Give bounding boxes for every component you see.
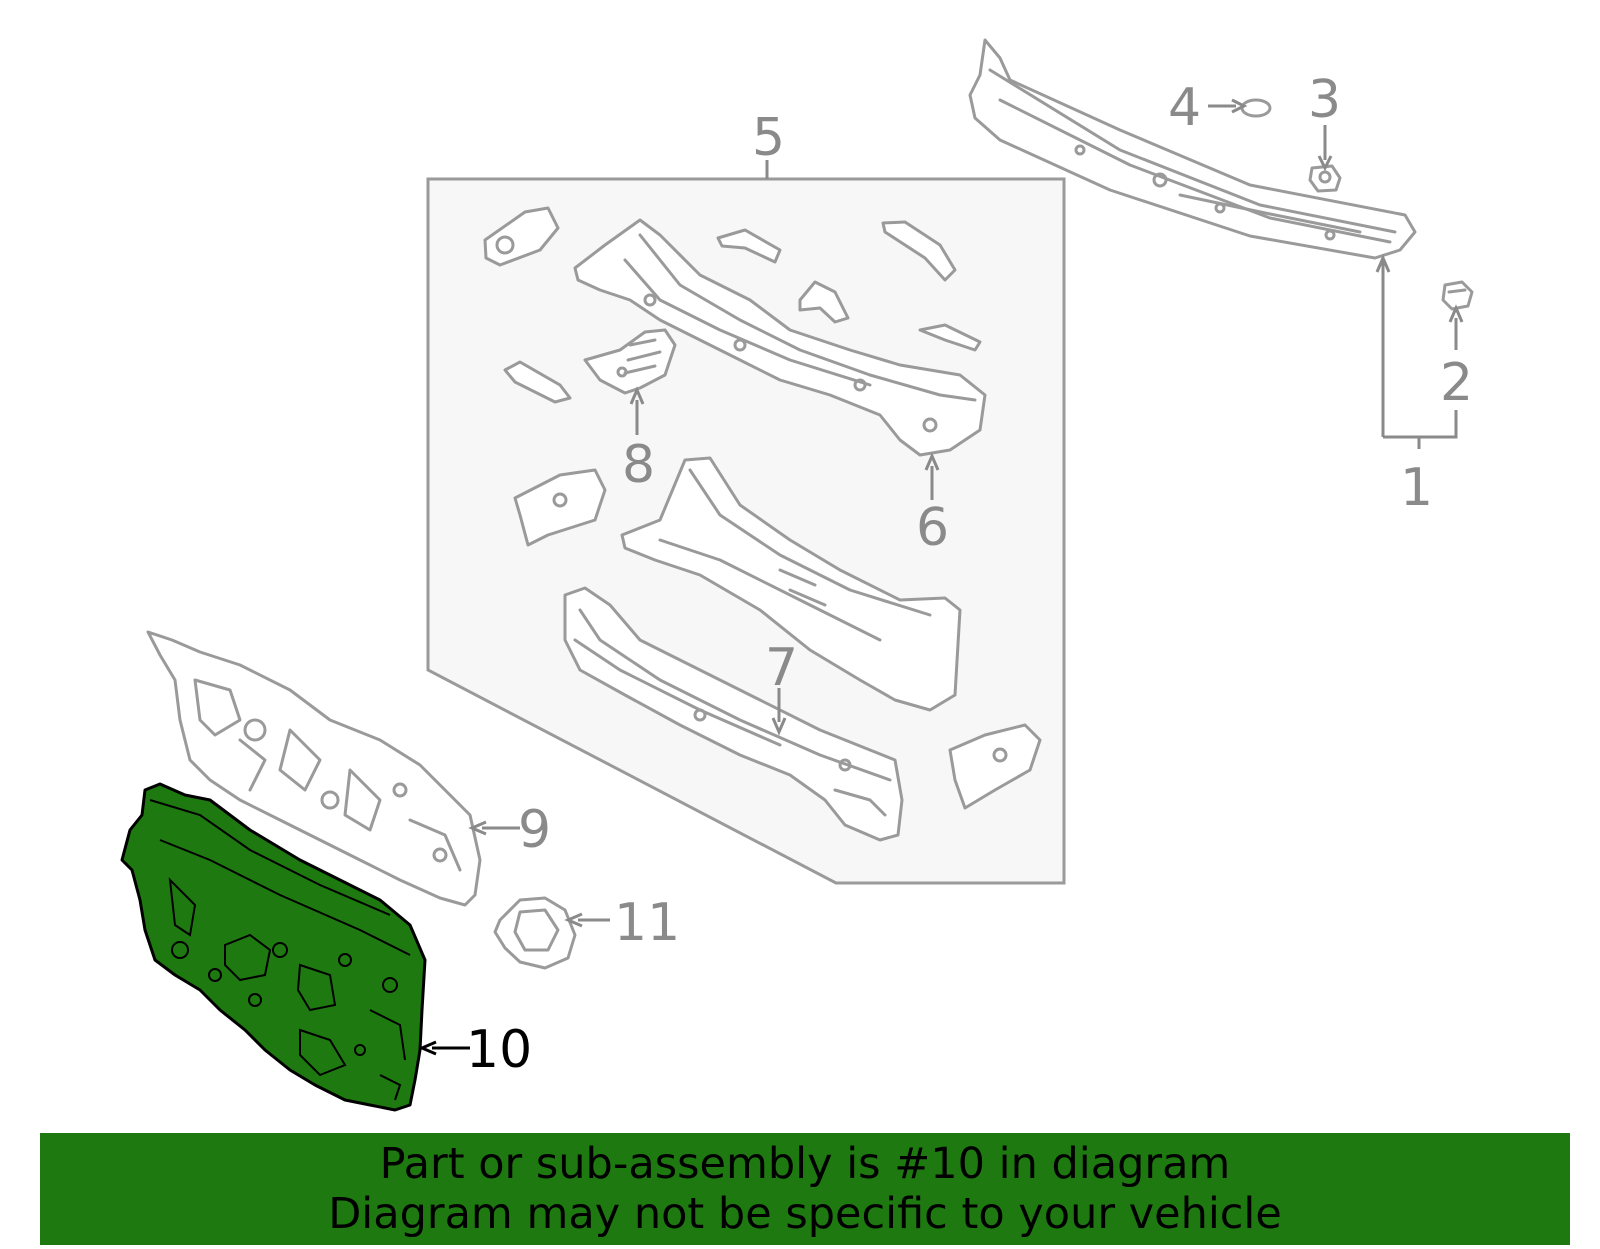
- banner-line-1: Part or sub-assembly is #10 in diagram: [379, 1139, 1231, 1189]
- part-7-cross-member[interactable]: [563, 586, 904, 842]
- part-10-insulator[interactable]: [120, 782, 427, 1112]
- callout-11: 11: [614, 893, 680, 953]
- callout-4: 4: [1168, 78, 1201, 138]
- part-11-bracket[interactable]: [493, 896, 577, 970]
- part-6-cross-member[interactable]: [573, 218, 987, 457]
- callout-2: 2: [1440, 353, 1473, 413]
- info-banner: Part or sub-assembly is #10 in diagram D…: [40, 1133, 1570, 1245]
- callout-8: 8: [622, 435, 655, 495]
- callout-1: 1: [1400, 458, 1433, 518]
- part-5-small-brackets: [483, 206, 1042, 810]
- part-3-nut[interactable]: [1308, 164, 1342, 193]
- part-8-bracket[interactable]: [583, 328, 677, 395]
- callout-6: 6: [916, 498, 949, 558]
- leader-1: [1381, 262, 1458, 449]
- callout-5: 5: [752, 108, 785, 168]
- banner-line-2: Diagram may not be specific to your vehi…: [328, 1189, 1282, 1239]
- part-4-plug[interactable]: [1240, 98, 1272, 118]
- callout-7: 7: [765, 638, 798, 698]
- part-1-cowl-panel[interactable]: [968, 38, 1417, 260]
- callout-9: 9: [518, 800, 551, 860]
- callout-10: 10: [466, 1020, 532, 1080]
- part-2-clip[interactable]: [1441, 280, 1474, 311]
- callout-3: 3: [1308, 70, 1341, 130]
- part-9-dash-panel[interactable]: [146, 630, 482, 907]
- part-5-middle-member: [620, 456, 962, 712]
